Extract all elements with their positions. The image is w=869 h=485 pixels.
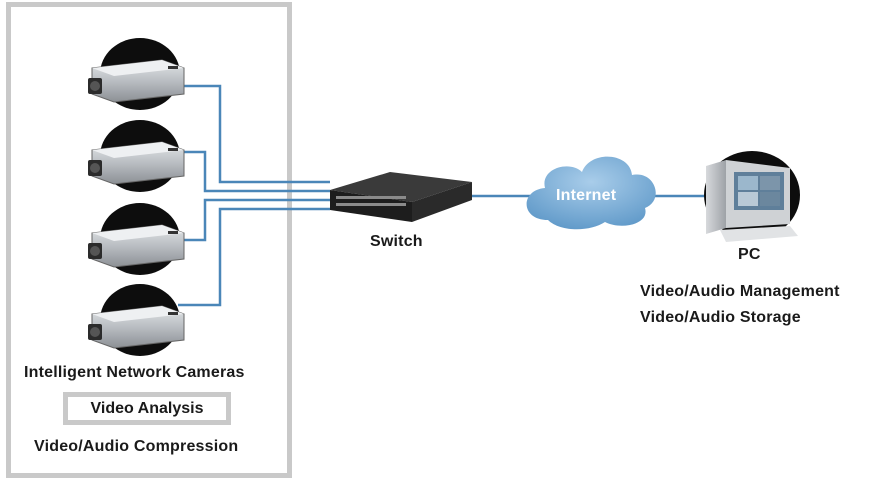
link-camera-3: [178, 198, 330, 242]
internet-cloud: [526, 156, 656, 230]
camera-3: [88, 203, 185, 275]
camera-2: [88, 120, 185, 192]
switch-device: [330, 172, 472, 222]
link-camera-1: [178, 84, 330, 184]
camera-1: [88, 38, 185, 110]
camera-4: [88, 284, 185, 356]
pc-storage-label: Video/Audio Storage: [640, 309, 801, 326]
switch-label: Switch: [370, 233, 423, 250]
camera-panel: [6, 2, 292, 478]
link-camera-4: [178, 207, 330, 307]
video-analysis-box: Video Analysis: [63, 392, 231, 425]
link-camera-2: [178, 150, 330, 193]
compression-label: Video/Audio Compression: [34, 438, 239, 455]
pc-title: PC: [738, 246, 761, 263]
video-analysis-label: Video Analysis: [90, 399, 204, 417]
internet-label: Internet: [556, 187, 617, 204]
camera-links: [178, 84, 330, 307]
cameras-title: Intelligent Network Cameras: [24, 364, 245, 381]
pc-device: [704, 151, 800, 242]
pc-management-label: Video/Audio Management: [640, 283, 840, 300]
